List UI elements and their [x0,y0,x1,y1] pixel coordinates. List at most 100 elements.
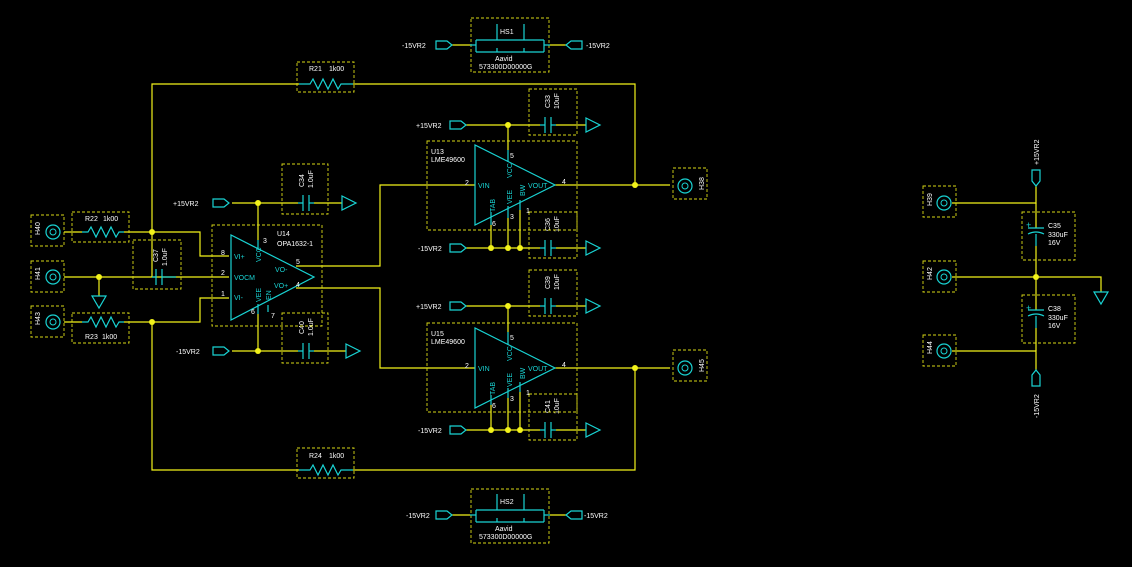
c37-ref: C37 [153,249,160,262]
h41-label: H41 [35,267,42,280]
header-h41: H41 [30,260,65,293]
net-m15-right: -15VR2 [1034,394,1041,418]
u14-ref: U14 [277,231,290,238]
r23-ref: R23 [85,334,98,341]
u13-pin-vout: VOUT [528,183,548,190]
ground-icon [341,195,358,211]
u13-pinnum: 6 [492,221,496,228]
u14-pinnum: 5 [296,259,300,266]
r24-ref: R24 [309,453,322,460]
u15-pinnum: 4 [562,362,566,369]
h45-label: H45 [699,359,706,372]
ground-icon [585,298,602,314]
h44-label: H44 [927,341,934,354]
c35-value: 330uF [1048,232,1068,239]
h39-label: H39 [927,193,934,206]
opamp-u14: U14 OPA1632-1 VI+ VOCM VI- VO- VO+ VCC V… [211,224,323,327]
header-h44: H44 [922,334,957,367]
u15-pinnum: 2 [465,363,469,370]
cap-c36: C36 10uF [528,211,578,259]
u13-pin-tab: TAB [490,199,497,212]
resistor-r22: R22 1k00 [71,211,130,243]
u15-ref: U15 [431,331,444,338]
hs2-left-net: -15VR2 [406,513,430,520]
ground-icon [90,295,108,310]
header-h39: H39 [922,185,957,218]
u14-pinnum: 3 [263,238,267,245]
r21-ref: R21 [309,66,322,73]
hs1-right-net: -15VR2 [586,43,610,50]
header-h42: H42 [922,260,957,293]
u14-pin-vip: VI+ [234,254,245,261]
resistor-r23: R23 1k00 [71,312,130,344]
header-h45: H45 [672,349,708,382]
cap-c41: C41 10uF [528,393,578,441]
cap-c37: C37 1.0uF [132,239,182,290]
u15-pin-vcc: VCC [507,346,514,361]
u15-pinnum: 1 [526,390,530,397]
u15-pinnum: 6 [492,403,496,410]
u15-pinnum: 5 [510,335,514,342]
u14-pinnum: 7 [271,313,275,320]
u13-pinnum: 4 [562,179,566,186]
r23-value: 1k00 [102,334,117,341]
ground-icon [585,117,602,133]
net-ports: +15VR2 -15VR2 +15VR2 -15VR2 +15VR2 -15VR… [173,120,1041,435]
net-m15-opa: -15VR2 [176,349,200,356]
c33-ref: C33 [545,95,552,108]
u13-pinnum: 3 [510,214,514,221]
ground-icon [345,343,362,359]
c38-ref: C38 [1048,306,1061,313]
c35-ref: C35 [1048,223,1061,230]
c36-ref: C36 [545,218,552,231]
c33-value: 10uF [554,93,561,109]
hs1-vendor: Aavid [495,56,513,63]
heatsink-hs2: HS2 Aavid 573300D00000G [470,488,550,544]
net-p15-opa: +15VR2 [173,201,199,208]
u14-part: OPA1632-1 [277,241,313,248]
hs1-ref: HS1 [500,29,514,36]
net-p15-u15: +15VR2 [416,304,442,311]
h40-label: H40 [35,222,42,235]
hs2-part: 573300D00000G [479,534,532,541]
u13-pin-vee: VEE [507,190,514,204]
c37-value: 1.0uF [162,248,169,266]
u15-pin-vee: VEE [507,373,514,387]
u14-pinnum: 2 [221,270,225,277]
net-p15-u13: +15VR2 [416,123,442,130]
ground-icons [90,117,1110,438]
c40-ref: C40 [299,321,306,334]
u13-pinnum: 5 [510,153,514,160]
header-h40: H40 [30,214,65,247]
c34-value: 1.0uF [308,170,315,188]
resistor-r24: R24 1k00 [296,447,355,479]
header-h43: H43 [30,305,65,338]
u14-pinnum: 1 [221,291,225,298]
resistor-r21: R21 1k00 [296,61,355,93]
h42-label: H42 [927,267,934,280]
u14-pinnum: 6 [251,309,255,316]
header-h38: H38 [672,167,708,200]
c38-volt: 16V [1048,323,1061,330]
u15-pin-vout: VOUT [528,366,548,373]
c39-value: 10uF [554,274,561,290]
r21-value: 1k00 [329,66,344,73]
u14-pin-vim: VI- [234,295,244,302]
u14-pin-vcc: VCC [256,247,263,262]
net-m15-u13: -15VR2 [418,246,442,253]
cap-c39: C39 10uF [528,269,578,317]
net-p15-right: +15VR2 [1034,139,1041,165]
hs2-right-net: -15VR2 [584,513,608,520]
u15-part: LME49600 [431,339,465,346]
buffer-u15: U15 LME49600 VIN VOUT VCC VEE BW TAB 2 4… [426,322,578,413]
c39-ref: C39 [545,276,552,289]
u14-pinnum: 8 [221,250,225,257]
r24-value: 1k00 [329,453,344,460]
c38-value: 330uF [1048,315,1068,322]
cap-c40: C40 1.0uF [281,312,329,364]
u14-pin-vee: VEE [256,288,263,302]
u13-pin-vcc: VCC [507,163,514,178]
u15-pinnum: 3 [510,396,514,403]
heatsink-hs1: HS1 Aavid 573300D00000G [470,17,550,73]
